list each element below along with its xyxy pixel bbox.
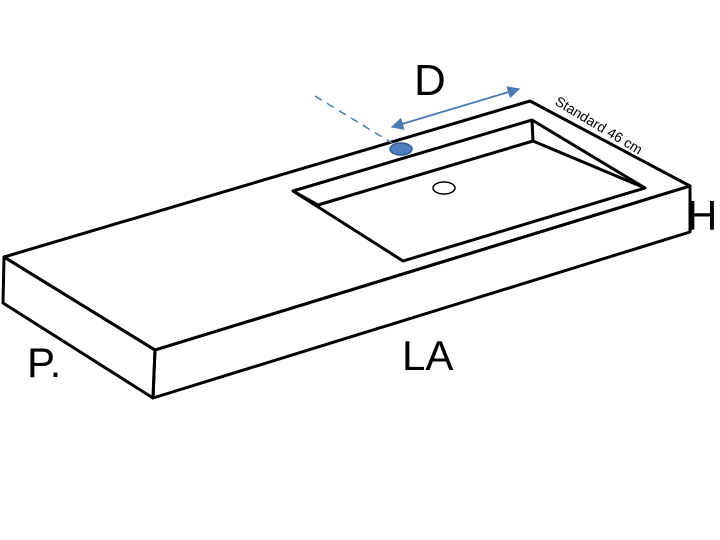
- label-depth-front: P.: [27, 339, 61, 386]
- depth-dimension-arrow: [390, 86, 521, 130]
- label-width: LA: [402, 332, 453, 379]
- faucet-guide-dashed-line: [314, 95, 393, 144]
- label-standard-note: Standard 46 cm: [552, 93, 645, 158]
- drain-hole: [432, 181, 456, 195]
- label-depth: D: [414, 56, 446, 105]
- faucet-hole: [389, 142, 413, 156]
- basin-rim: [291, 118, 647, 263]
- basin: [291, 118, 647, 263]
- countertop-slab: [1, 99, 692, 400]
- label-height: H: [687, 192, 717, 239]
- basin-back-wall-edge: [530, 119, 535, 142]
- countertop-left-face: [1, 255, 157, 400]
- basin-side-wall-edge: [292, 189, 319, 207]
